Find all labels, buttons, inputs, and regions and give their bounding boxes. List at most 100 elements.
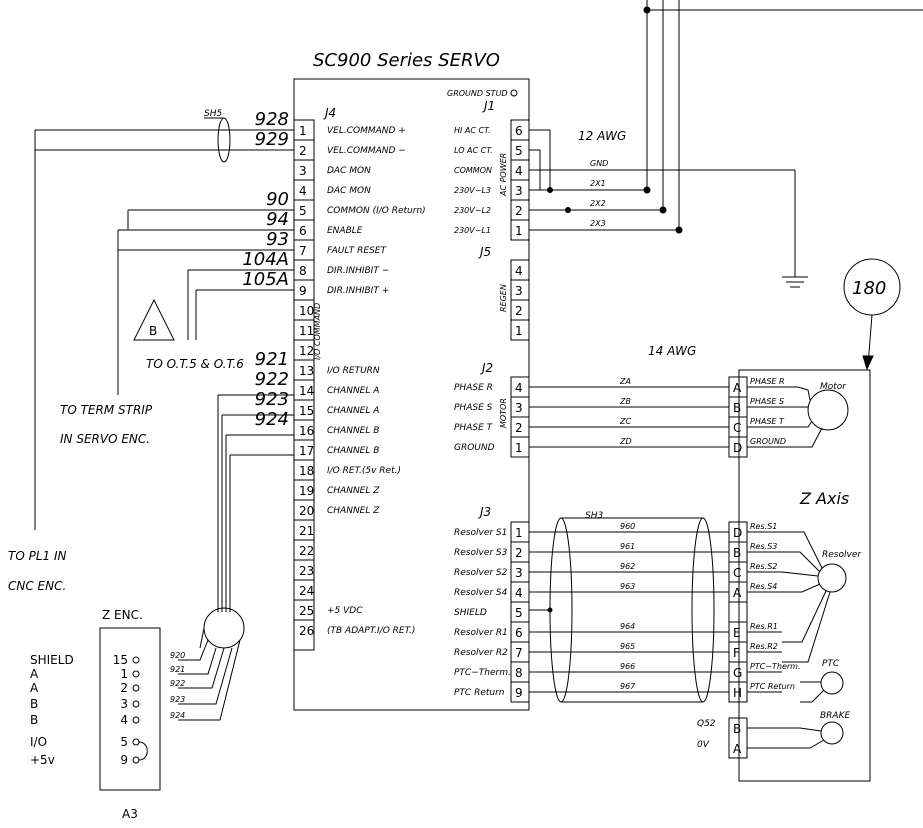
zenc-wire-label: 920 xyxy=(170,651,185,660)
resolver-pin-label: Res.S1 xyxy=(750,522,777,531)
j1-pin-number: 5 xyxy=(515,144,523,158)
resolver-leads xyxy=(781,531,831,663)
resolver-pin-label: PTC−Therm. xyxy=(750,662,801,671)
brake-lead-1 xyxy=(747,727,822,732)
j3-pin-label: Resolver R2 xyxy=(454,648,508,658)
j4-wire-number: 929 xyxy=(255,129,289,150)
warning-flag-letter: B xyxy=(149,324,157,338)
j1-wire-label: 2X2 xyxy=(590,199,606,208)
j4-pin-number: 23 xyxy=(299,564,314,578)
motor-label: Motor xyxy=(820,382,847,392)
j4-wire-number: 923 xyxy=(255,389,289,410)
brake-ov-label: 0V xyxy=(697,740,710,750)
j3-pin-label: PTC−Therm. xyxy=(454,668,511,678)
zenc-pin-contact xyxy=(132,700,140,708)
j1-pin-number: 6 xyxy=(515,124,523,138)
j4-pin-label: CHANNEL A xyxy=(327,406,379,416)
callout-number: 180 xyxy=(852,278,886,299)
j4-pin-number: 4 xyxy=(299,184,307,198)
j2-pin-number: 4 xyxy=(515,381,523,395)
ac-power-vertical-label: AC POWER xyxy=(499,153,508,197)
zenc-pin-number: 2 xyxy=(120,681,128,695)
j2-pin-number: 1 xyxy=(515,441,523,455)
resolver-pin-label: Res.S3 xyxy=(750,542,777,551)
zenc-pin-number: 5 xyxy=(120,735,128,749)
j4-wire-number: 93 xyxy=(266,229,289,250)
j3-pin-number: 6 xyxy=(515,626,523,640)
motor-vertical-label: MOTOR xyxy=(499,398,508,428)
brake-pin-a: A xyxy=(733,742,742,756)
callout-arrowhead xyxy=(862,355,874,371)
j4-pin-label: CHANNEL B xyxy=(327,446,379,456)
term-strip-note-1: TO TERM STRIP xyxy=(60,403,153,417)
j3-pin-number: 3 xyxy=(515,566,523,580)
zenc-row-label: A xyxy=(30,681,39,695)
sh5-shield xyxy=(204,117,231,163)
j4-wire-number: 922 xyxy=(255,369,289,390)
term-strip-note-2: IN SERVO ENC. xyxy=(60,432,150,446)
motor-pin-label: PHASE R xyxy=(750,377,785,386)
resolver-conn-pin: A xyxy=(733,586,742,600)
warning-flag-triangle xyxy=(133,298,175,341)
j3-wire-label: 963 xyxy=(620,582,635,591)
j4-pin-number: 10 xyxy=(299,304,314,318)
j4-label: J4 xyxy=(323,106,336,120)
j3-pin-label: SHIELD xyxy=(454,608,487,618)
j1-wire-label: 2X1 xyxy=(590,179,606,188)
power-wire-gauge: 12 AWG xyxy=(578,129,626,143)
j4-pin-column xyxy=(293,119,315,651)
j4-connector xyxy=(293,119,315,651)
resolver-label: Resolver xyxy=(822,550,862,560)
j1-pin-label: 230V−L3 xyxy=(454,186,491,195)
j5-pin-number: 4 xyxy=(515,264,523,278)
zenc-wire-label: 924 xyxy=(170,711,185,720)
j1-pin-number: 2 xyxy=(515,204,523,218)
j1-pin-label: 230V−L2 xyxy=(454,206,491,215)
j4-pin-number: 18 xyxy=(299,464,314,478)
j4-pin-number: 5 xyxy=(299,204,307,218)
zenc-pin-contact xyxy=(132,670,140,678)
zenc-wire-label: 923 xyxy=(170,695,185,704)
motor-pin-label: PHASE T xyxy=(750,417,785,426)
j4-pin-label: DIR.INHIBIT + xyxy=(327,286,389,296)
j2-pin-label: PHASE T xyxy=(454,423,494,433)
j1-pin-label: HI AC CT. xyxy=(454,126,491,135)
j2-label: J2 xyxy=(480,361,493,375)
zenc-pin-contact xyxy=(132,738,140,746)
j3-wire-label: 966 xyxy=(620,662,635,671)
resolver-pin-label: Res.R2 xyxy=(750,642,778,651)
j1-label: J1 xyxy=(482,99,495,113)
j4-pin-number: 25 xyxy=(299,604,314,618)
j4-pin-number: 19 xyxy=(299,484,314,498)
resolver-pin-label: PTC Return xyxy=(750,682,795,691)
j4-pin-label: CHANNEL Z xyxy=(327,486,380,496)
j4-pin-number: 6 xyxy=(299,224,307,238)
j4-pin-number: 9 xyxy=(299,284,307,298)
resolver-conn-pin: E xyxy=(733,626,741,640)
zenc-pin-contact xyxy=(132,656,140,664)
j4-pin-label: (TB ADAPT.I/O RET.) xyxy=(327,626,415,636)
servo-title: SC900 Series SERVO xyxy=(313,50,500,71)
j2-wire-label: ZC xyxy=(619,417,631,426)
zenc-pin-number: 1 xyxy=(120,667,128,681)
j4-pin-number: 16 xyxy=(299,424,314,438)
j3-wire-label: 962 xyxy=(620,562,635,571)
j2-pin-label: PHASE S xyxy=(454,403,493,413)
brake-q-label: Q52 xyxy=(697,719,716,729)
j4-pin-label: CHANNEL Z xyxy=(327,506,380,516)
j1-pin-number: 3 xyxy=(515,184,523,198)
j4-pin-label: CHANNEL A xyxy=(327,386,379,396)
j3-wire-label: 967 xyxy=(620,682,636,691)
j2-pin-number: 3 xyxy=(515,401,523,415)
j5-label: J5 xyxy=(478,245,491,259)
j3-pin-label: Resolver S4 xyxy=(454,588,508,598)
z-axis-assembly xyxy=(738,369,871,782)
j4-pin-number: 15 xyxy=(299,404,314,418)
zenc-footer: A3 xyxy=(122,807,138,821)
j3-pin-number: 2 xyxy=(515,546,523,560)
j3-wire-label: 964 xyxy=(620,622,635,631)
j4-left-wiring xyxy=(34,129,294,530)
j1-wire-label: 2X3 xyxy=(590,219,606,228)
brake-symbol xyxy=(820,721,844,745)
